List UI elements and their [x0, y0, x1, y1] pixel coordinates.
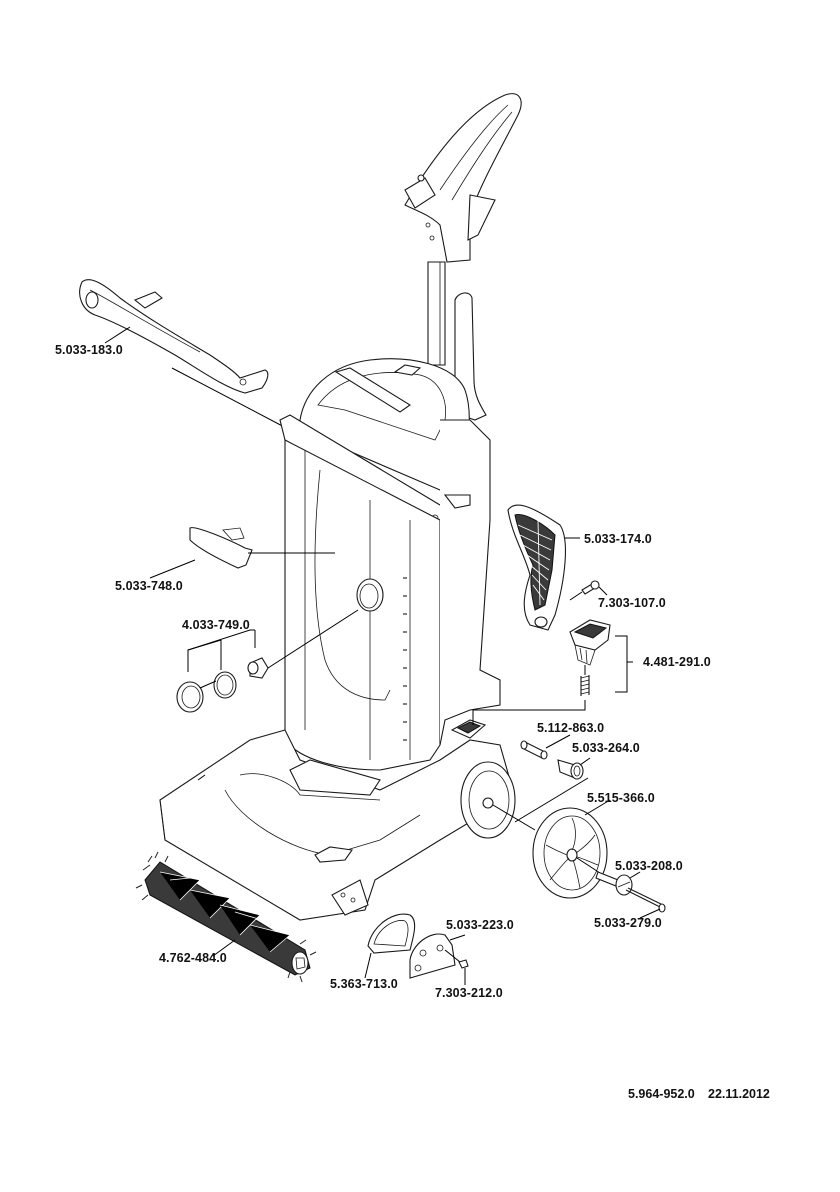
- wheel-screw-part: [626, 888, 665, 918]
- part-label-wheel-screw[interactable]: 5.033-279.0: [594, 916, 662, 930]
- part-label-carry-handle[interactable]: 5.033-183.0: [55, 343, 123, 357]
- part-label-axle-pin[interactable]: 5.112-863.0: [537, 721, 604, 735]
- bushing-part: [558, 758, 590, 779]
- main-body: [280, 359, 500, 770]
- part-label-hub-cap[interactable]: 5.033-208.0: [615, 859, 683, 873]
- side-cover-part: [410, 934, 465, 978]
- document-date: 22.11.2012: [708, 1087, 770, 1101]
- axle-pin-part: [521, 735, 570, 759]
- part-label-screw-a[interactable]: 7.303-107.0: [598, 596, 666, 610]
- part-label-gasket[interactable]: 5.363-713.0: [330, 977, 398, 991]
- part-label-rear-grille[interactable]: 5.033-174.0: [584, 532, 652, 546]
- part-label-brush-roller[interactable]: 4.762-484.0: [159, 951, 227, 965]
- part-label-pedal[interactable]: 4.481-291.0: [643, 655, 711, 669]
- gasket-part: [365, 914, 415, 978]
- part-label-wheel[interactable]: 5.515-366.0: [587, 791, 655, 805]
- spring: [581, 665, 589, 696]
- pedal-part: [570, 620, 633, 696]
- wheel-part: [533, 800, 610, 898]
- part-label-latch[interactable]: 5.033-748.0: [115, 579, 183, 593]
- part-label-side-cover[interactable]: 5.033-223.0: [446, 918, 514, 932]
- rear-grille-part: [508, 505, 580, 630]
- document-number: 5.964-952.0: [628, 1087, 695, 1101]
- part-label-bushing[interactable]: 5.033-264.0: [572, 741, 640, 755]
- part-label-screw-b[interactable]: 7.303-212.0: [435, 986, 503, 1000]
- part-label-knob-set[interactable]: 4.033-749.0: [182, 618, 250, 632]
